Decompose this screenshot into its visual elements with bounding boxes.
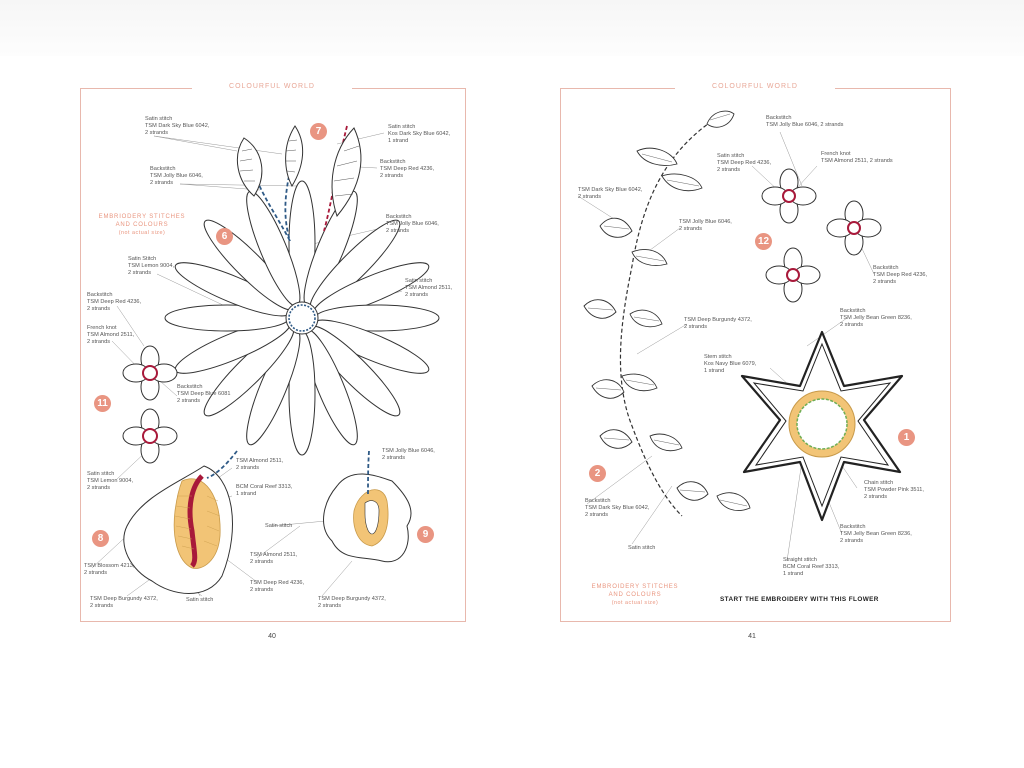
running-head: COLOURFUL WORLD [675,83,835,90]
step-badge-1: 1 [898,429,915,446]
step-badge-12: 12 [755,233,772,250]
stitch-label: Satin stitch [628,545,656,551]
stitch-label: Satin stitch TSM Almond 2511, 2 strands [405,278,453,298]
stitch-label: Stem stitch Kos Navy Blue 6079, 1 strand [704,354,757,374]
step-badge-2: 2 [589,465,606,482]
stitch-label: Chain stitch TSM Powder Pink 3511, 2 str… [864,480,924,500]
stitch-label: Backstitch TSM Jolly Blue 6046, 2 strand… [150,166,203,186]
stitch-label: TSM Deep Red 4236, 2 strands [250,580,305,593]
stitch-label: Straight stitch BCM Coral Reef 3313, 1 s… [783,557,840,577]
section-subheading: (not actual size) [611,600,659,606]
section-subheading: (not actual size) [118,230,166,236]
section-heading: EMBROIDERY STITCHES AND COLOURS [591,584,679,598]
stitch-label: French knot TSM Almond 2511, 2 strands [87,325,135,345]
stitch-label: Satin stitch [186,597,214,603]
stitch-label: Backstitch TSM Deep Red 4236, 2 strands [873,265,928,285]
page-number: 41 [748,633,756,640]
stitch-label: TSM Dark Sky Blue 6042, 2 strands [578,187,643,200]
stitch-label: Backstitch TSM Deep Red 4236, 2 strands [87,292,142,312]
stitch-label: Backstitch TSM Deep Red 4236, 2 strands [380,159,435,179]
step-badge-11: 11 [94,395,111,412]
running-head: COLOURFUL WORLD [192,83,352,90]
stitch-label: Backstitch TSM Jelly Bean Green 8236, 2 … [840,308,912,328]
stitch-label: TSM Almond 2511, 2 strands [236,458,284,471]
section-heading: EMBRIODERY STITCHES AND COLOURS [98,214,186,228]
step-badge-9: 9 [417,526,434,543]
right-page: COLOURFUL WORLD [512,56,992,656]
step-badge-8: 8 [92,530,109,547]
background-shade [0,0,1024,56]
stitch-label: TSM Deep Burgundy 4372, 2 strands [684,317,752,330]
stitch-label: BCM Coral Reef 3313, 1 strand [236,484,293,497]
stitch-label: TSM Jolly Blue 6046, 2 strands [679,219,732,232]
left-embroidery-diagram [91,125,440,597]
stitch-label: Backstitch TSM Jolly Blue 6046, 2 strand… [386,214,439,234]
page-number: 40 [268,633,276,640]
stitch-label: Backstitch TSM Jolly Blue 6046, 2 strand… [766,115,844,128]
stitch-label: Backstitch TSM Jelly Bean Green 8236, 2 … [840,524,912,544]
stitch-label: TSM Jolly Blue 6046, 2 strands [382,448,435,461]
stitch-label: TSM Blossom 4213, 2 strands [84,563,135,576]
stitch-label: Satin stitch [265,523,293,529]
stitch-label: TSM Deep Burgundy 4372, 2 strands [318,596,386,609]
stitch-label: TSM Almond 2511, 2 strands [250,552,298,565]
stitch-label: Satin stitch TSM Lemon 9004, 2 strands [87,471,134,491]
right-embroidery-diagram [577,110,904,562]
stitch-label: Satin Stitch TSM Lemon 9004, 2 strands [128,256,175,276]
left-page: COLOURFUL WORLD [32,56,512,656]
stitch-label: Backstitch TSM Deep Blue 6081 2 strands [177,384,231,404]
stitch-label: Satin stitch TSM Dark Sky Blue 6042, 2 s… [145,116,210,136]
stitch-label: Satin stitch Kos Dark Sky Blue 6042, 1 s… [388,124,451,144]
start-instruction: START THE EMBROIDERY WITH THIS FLOWER [720,596,879,603]
step-badge-7: 7 [310,123,327,140]
stitch-label: TSM Deep Burgundy 4372, 2 strands [90,596,158,609]
stitch-label: Satin stitch TSM Deep Red 4236, 2 strand… [717,153,772,173]
stitch-label: Backstitch TSM Dark Sky Blue 6042, 2 str… [585,498,650,518]
step-badge-6: 6 [216,228,233,245]
stitch-label: French knot TSM Almond 2511, 2 strands [821,151,893,164]
